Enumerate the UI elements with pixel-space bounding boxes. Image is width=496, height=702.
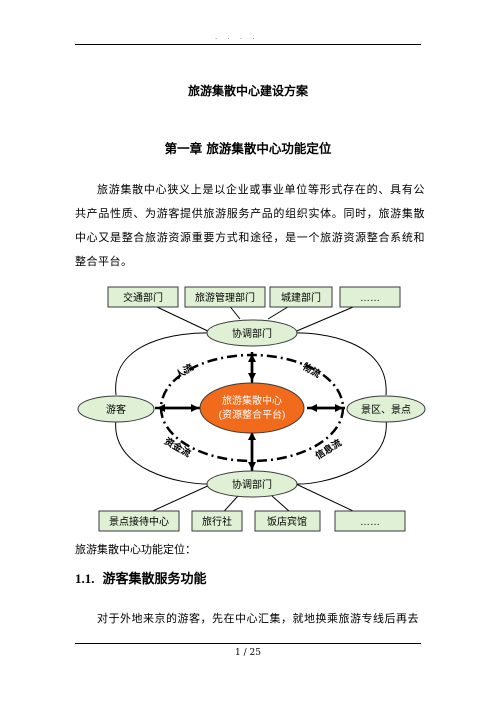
section-number: 1.1. [75,571,95,586]
section-title: 游客集散服务功能 [102,572,207,587]
flow-arrows [155,352,345,472]
flow-label-people: 人流 [173,361,196,382]
section-heading: 1.1. 游客集散服务功能 [75,568,207,587]
header-rule [75,44,421,45]
body-paragraph: 对于外地来京的游客，先在中心汇集，就地换乘旅游专线后再去 [97,612,419,625]
bottom-service-boxes: 景点接待中心 旅行社 饭店宾馆 …… [98,510,406,532]
document-title: 旅游集散中心建设方案 [187,84,308,98]
diagram-caption: 旅游集散中心功能定位： [75,543,196,556]
bottom-box-label: 饭店宾馆 [267,515,307,528]
top-box-more [339,286,401,308]
top-department-boxes: 交通部门 旅游管理部门 城建部门 …… [107,286,401,308]
coordination-top-label: 协调部门 [232,327,272,340]
center-oval [199,382,305,434]
top-box-label: 城建部门 [281,291,321,304]
bottom-box-travel-agency [191,510,243,532]
top-box-label: …… [360,293,380,304]
bottom-box-more [334,510,406,532]
scenic-spot-label: 景区、景点 [361,404,411,416]
center-label-line1: 旅游集散中心 [222,394,282,407]
intro-paragraph: 旅游集散中心狭义上是以企业或事业单位等形式存在的、具有公共产品性质、为游客提供旅… [75,183,425,268]
bottom-box-label: …… [360,517,380,528]
bottom-box-label: 旅行社 [202,515,232,528]
top-box-label: 旅游管理部门 [195,291,255,304]
coordination-oval-bottom [206,470,298,498]
bottom-box-label: 景点接待中心 [109,515,169,528]
page-number: 1 / 25 [235,648,261,658]
tourist-label: 游客 [106,403,126,416]
coordination-bottom-label: 协调部门 [232,478,272,491]
flow-label-info: 信息流 [313,437,344,463]
bottom-box-hotel [254,510,321,532]
footer-rule [75,643,421,644]
tourist-oval [77,395,155,423]
scenic-spot-oval [346,395,426,423]
top-box-transport [107,286,179,308]
coordination-oval-top [206,319,298,347]
flow-label-funds: 资金流 [162,435,193,460]
chapter-title: 第一章 旅游集散中心功能定位 [164,141,332,156]
flow-label-goods: 物流 [300,360,323,380]
top-box-tourism-admin [184,286,266,308]
center-label-line2: (资源整合平台) [219,408,286,421]
top-box-urban-construction [269,286,333,308]
top-box-label: 交通部门 [123,291,163,304]
bottom-box-scenic-reception [98,510,180,532]
page-header-text: . . . . [215,33,259,41]
